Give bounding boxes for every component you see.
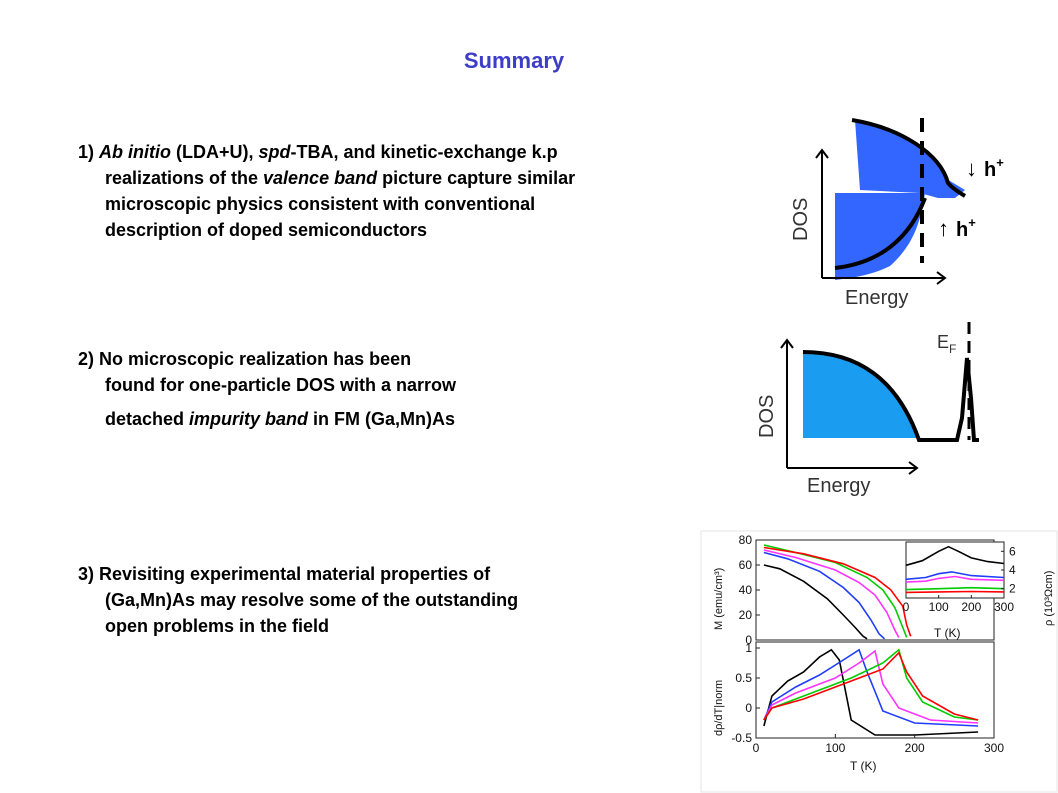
resistivity-series-2 [905,571,1005,581]
dos-valence-band-fill [803,354,917,438]
derivative-series-2 [763,648,979,727]
resistivity-xaxis-label: T (K) [934,626,960,640]
arrow-up-icon: ↑ [938,216,949,241]
derivative-xtick-label: 200 [905,741,925,755]
magnetization-ytick-label: 0 [745,633,752,647]
resistivity-axis-label: ρ (10³Ωcm) [1043,571,1055,626]
magnetization-series-3 [763,549,900,638]
derivative-ytick-label: 0.5 [735,671,752,685]
point-1-line-2: realizations of the valence band picture… [105,168,576,188]
dos-minority-band-fill [855,120,965,198]
resistivity-ytick-label: 6 [1009,544,1016,558]
dos-axis-y-arrow [815,148,829,159]
resistivity-xtick-label: 200 [961,600,981,614]
point-2-line-3: detached impurity band in FM (Ga,Mn)As [105,409,456,429]
derivative-xtick-label: 300 [984,741,1004,755]
resistivity-series-1 [905,545,1005,567]
resistivity-xtick-label: 100 [929,600,949,614]
dos-axis-y-arrow [780,338,794,349]
resistivity-series-5 [905,590,1005,594]
derivative-series-1 [763,648,979,736]
point-1-line-4: description of doped semiconductors [105,220,428,240]
resistivity-xtick-label: 300 [994,600,1014,614]
magnetization-ytick-label: 80 [739,533,753,547]
derivative-series-4 [763,648,979,721]
energy-axis-x-arrow [908,461,919,475]
fermi-energy-label: EF [937,332,956,356]
dos-upper-curve [851,118,967,198]
derivative-axis-label: dρ/dT|norm [713,680,725,736]
magnetization-ytick-label: 60 [739,558,753,572]
slide-title: Summary [463,48,565,73]
dos-majority-band-fill [835,193,925,280]
resistivity-xtick-label: 0 [903,600,910,614]
derivative-series-3 [763,649,979,724]
derivative-ytick-label: -0.5 [731,731,752,745]
energy-axis-label: Energy [845,287,908,309]
point-3-line-3: open problems in the field [105,616,330,636]
point-3-line-1: 3) Revisiting experimental material prop… [78,564,491,584]
resistivity-ytick-label: 2 [1009,582,1016,596]
magnetization-series-2 [763,551,886,640]
derivative-xtick-label: 100 [825,741,845,755]
derivative-xaxis-label: T (K) [850,759,876,773]
point-3-line-2: (Ga,Mn)As may resolve some of the outsta… [105,590,519,610]
resistivity-series-3 [905,575,1005,583]
point-2-line-1: 2) No microscopic realization has been [78,349,412,369]
energy-axis-label: Energy [807,475,870,497]
magnetization-series-1 [763,564,868,640]
summary-point-2: 2) No microscopic realization has been f… [78,346,456,432]
point-1-line-1: 1) Ab initio (LDA+U), spd-TBA, and kinet… [78,142,558,162]
resistivity-ytick-label: 4 [1009,563,1016,577]
arrow-down-icon: ↓ [966,156,977,181]
derivative-ytick-label: 0 [745,701,752,715]
hole-label-down: h+ [984,155,1004,181]
magnetization-ytick-label: 40 [739,583,753,597]
point-2-line-2: found for one-particle DOS with a narrow [105,375,457,395]
dos-curve [802,350,979,442]
summary-point-1: 1) Ab initio (LDA+U), spd-TBA, and kinet… [78,139,575,243]
resistivity-series-4 [905,586,1005,591]
impurity-band-dos-figure: DOS Energy EF [756,322,979,497]
energy-axis-x-arrow [936,271,947,285]
derivative-series-5 [763,651,979,721]
summary-point-3: 3) Revisiting experimental material prop… [78,561,518,639]
derivative-ytick-label: 1 [745,641,752,655]
dos-lower-curve [834,197,927,270]
dos-axis-label: DOS [790,198,812,241]
point-1-line-3: microscopic physics consistent with conv… [105,194,536,214]
resistivity-inset: 0 100 200 300 T (K) 6 4 2 ρ (10³Ωcm) [903,541,1055,640]
dos-axis-label: DOS [756,395,778,438]
magnetization-axis-label: M (emu/cm³) [713,568,725,630]
derivative-xtick-label: 0 [753,741,760,755]
valence-band-dos-figure: DOS Energy ↓ h+ ↑ h+ [790,118,1004,309]
magnetization-series-5 [763,546,912,637]
hole-label-up: h+ [956,215,976,241]
figure-frame [700,530,1058,793]
magnetization-ytick-label: 20 [739,608,753,622]
